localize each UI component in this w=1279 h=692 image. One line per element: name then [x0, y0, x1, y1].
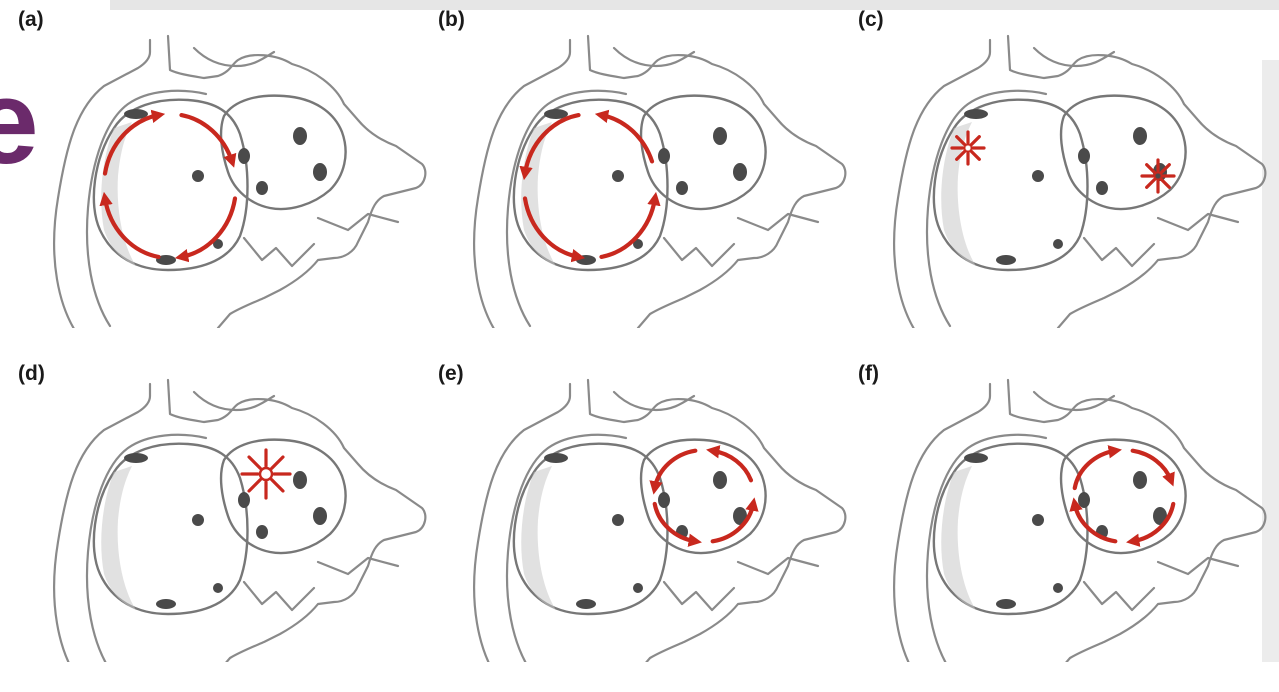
vein-opening	[256, 525, 268, 539]
focal-source	[242, 450, 290, 498]
panel-e: (e)	[438, 362, 858, 692]
vein-opening	[1133, 471, 1147, 489]
vein-opening	[238, 148, 250, 164]
focal-source-ray-5	[249, 480, 260, 491]
vein-opening	[192, 170, 204, 182]
rotor-arrow-0	[601, 115, 652, 161]
vein-opening	[1053, 583, 1063, 593]
focal-source-ray-7	[249, 457, 260, 468]
valve-flap-outline	[1084, 238, 1154, 266]
valve-flap-outline	[1084, 582, 1154, 610]
vein-opening	[964, 453, 988, 463]
vein-opening	[964, 109, 988, 119]
focal-source-core	[260, 468, 272, 480]
vein-opening	[1053, 239, 1063, 249]
vein-opening	[658, 148, 670, 164]
vein-opening	[192, 514, 204, 526]
valve-flap-outline-2	[1158, 558, 1238, 574]
heart-diagram-d	[18, 362, 438, 662]
panel-b: (b)	[438, 8, 858, 338]
rotor-arrow-0	[181, 115, 232, 161]
heart-diagram-a	[18, 8, 438, 328]
vein-opening	[612, 170, 624, 182]
vein-opening	[1078, 148, 1090, 164]
heart-anatomy	[54, 380, 425, 662]
rotor-arrow-1	[181, 199, 235, 257]
vein-opening	[996, 599, 1016, 609]
heart-diagram-f	[858, 362, 1278, 662]
valve-flap-outline-2	[318, 214, 398, 230]
vein-opening	[1133, 127, 1147, 145]
vein-opening	[1032, 514, 1044, 526]
heart-diagram-b	[438, 8, 858, 328]
focal-source-small-ray-5	[1147, 179, 1155, 187]
vein-opening	[293, 471, 307, 489]
focal-source-ray-3	[272, 480, 283, 491]
vein-opening	[633, 583, 643, 593]
vein-opening	[544, 453, 568, 463]
panel-f: (f)	[858, 362, 1278, 692]
vein-opening	[1032, 170, 1044, 182]
vein-opening	[576, 599, 596, 609]
valve-flap-outline-2	[1158, 214, 1238, 230]
focal-source-large-ray-1	[971, 137, 979, 145]
vein-opening	[1078, 492, 1090, 508]
vein-opening	[612, 514, 624, 526]
vein-opening	[1096, 181, 1108, 195]
vein-opening	[713, 127, 727, 145]
valve-flap-outline-2	[318, 558, 398, 574]
panel-c: (c)	[858, 8, 1278, 338]
vein-opening	[213, 583, 223, 593]
vein-opening	[713, 471, 727, 489]
vein-opening	[256, 181, 268, 195]
vein-opening	[293, 127, 307, 145]
valve-flap-outline	[664, 582, 734, 610]
rotor-arrow-1	[601, 199, 655, 257]
heart-anatomy	[894, 36, 1265, 328]
heart-diagram-c	[858, 8, 1278, 328]
vein-opening	[124, 453, 148, 463]
heart-anatomy	[474, 36, 845, 328]
panel-a: (a)	[18, 8, 438, 338]
focal-source-large	[952, 132, 984, 164]
heart-anatomy	[54, 36, 425, 328]
heart-diagram-e	[438, 362, 858, 662]
vein-opening	[238, 492, 250, 508]
vein-opening	[658, 492, 670, 508]
valve-flap-outline	[244, 582, 314, 610]
valve-flap-outline	[244, 238, 314, 266]
vein-opening	[996, 255, 1016, 265]
vein-opening	[676, 181, 688, 195]
vein-opening	[156, 599, 176, 609]
vein-opening	[313, 163, 327, 181]
valve-flap-outline	[664, 238, 734, 266]
focal-source-ray-1	[272, 457, 283, 468]
valve-flap-outline-2	[738, 558, 818, 574]
focal-source-large-ray-3	[971, 151, 979, 159]
vein-opening	[313, 507, 327, 525]
vein-opening	[733, 163, 747, 181]
panel-d: (d)	[18, 362, 438, 692]
valve-flap-outline-2	[738, 214, 818, 230]
focal-source-small-ray-3	[1161, 179, 1169, 187]
